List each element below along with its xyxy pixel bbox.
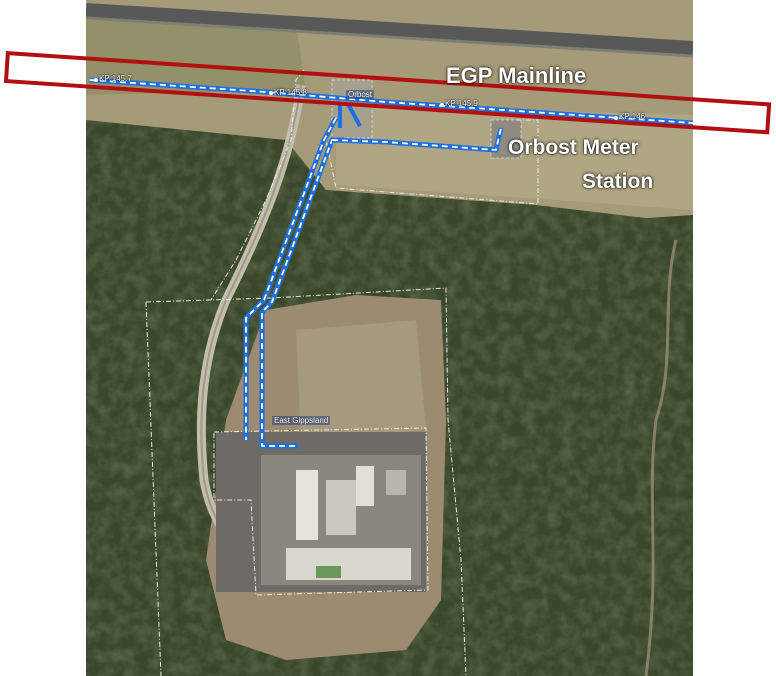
plant-unit-c <box>356 466 374 506</box>
kp-marker-dot-3 <box>440 103 444 107</box>
property-boundary-south <box>145 287 467 676</box>
plant-unit-b <box>326 480 356 535</box>
site-clearing-inner <box>296 320 426 440</box>
highway <box>86 3 693 55</box>
kp-marker-dot-1 <box>94 78 98 82</box>
aerial-map: KP 145.7 KP 145.8 KP 145.9 KP 146 Orbost… <box>86 0 693 676</box>
property-boundary-west <box>145 301 162 676</box>
plant-boundary <box>213 427 429 596</box>
field-green-patch <box>86 20 306 95</box>
map-canvas <box>86 0 693 676</box>
access-road-center <box>200 84 302 561</box>
highway-edge <box>86 16 693 58</box>
property-boundary-north <box>210 69 305 301</box>
meter-station-callout-line1: Orbost Meter <box>508 136 639 159</box>
meter-link-dash <box>331 127 502 151</box>
kp-marker-dot-4 <box>614 116 618 120</box>
kp-marker-dot-2 <box>269 91 273 95</box>
egp-mainline-dash <box>89 79 693 124</box>
orbost-stub-pipe <box>338 103 362 128</box>
plant-unit-d <box>386 470 406 495</box>
plant-building <box>286 548 411 580</box>
property-boundary-meter <box>325 119 539 205</box>
egp-mainline-callout: EGP Mainline <box>446 63 587 88</box>
pipeline-network <box>89 77 693 449</box>
plant-roof-green <box>316 566 341 578</box>
lateral-dash-a <box>245 117 337 440</box>
track-east <box>644 239 678 676</box>
meter-station-callout-line2: Station <box>582 170 654 193</box>
plant-unit-a <box>296 470 318 540</box>
